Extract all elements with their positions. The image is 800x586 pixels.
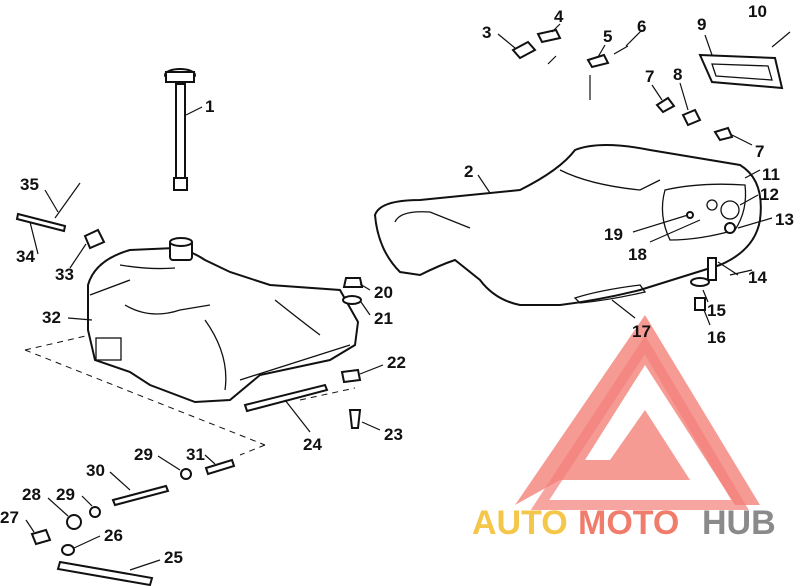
pin-part-6 bbox=[613, 45, 629, 55]
taillight-part bbox=[698, 31, 791, 90]
callout-19: 19 bbox=[604, 225, 623, 244]
callout-13: 13 bbox=[775, 210, 794, 229]
callout-27: 27 bbox=[0, 508, 19, 527]
callout-29b: 29 bbox=[134, 445, 153, 464]
callout-15: 15 bbox=[707, 301, 726, 320]
callout-5: 5 bbox=[603, 27, 612, 46]
washer-part-21 bbox=[342, 295, 362, 305]
callout-18: 18 bbox=[628, 245, 647, 264]
watermark-hub: HUB bbox=[702, 504, 776, 542]
callout-25: 25 bbox=[164, 548, 183, 567]
callout-20: 20 bbox=[374, 283, 393, 302]
callout-10: 10 bbox=[748, 2, 767, 21]
callout-1: 1 bbox=[205, 97, 214, 116]
seat-part bbox=[373, 144, 762, 306]
callout-22: 22 bbox=[387, 353, 406, 372]
bolt-part-23 bbox=[348, 409, 362, 429]
callout-7b: 7 bbox=[755, 142, 764, 161]
callout-12: 12 bbox=[760, 185, 779, 204]
callout-9: 9 bbox=[697, 15, 706, 34]
bushing-part-29a bbox=[89, 506, 101, 518]
callout-11: 11 bbox=[762, 165, 780, 184]
cap-part-27 bbox=[30, 528, 52, 546]
bumper-part-7b bbox=[713, 126, 734, 142]
bumper-part-8 bbox=[681, 108, 702, 127]
rod-part-34 bbox=[15, 212, 67, 233]
callout-32: 32 bbox=[42, 308, 61, 327]
callout-7a: 7 bbox=[645, 67, 654, 86]
fuel-sender-part bbox=[164, 68, 196, 191]
rod-part-24 bbox=[243, 383, 329, 413]
watermark-moto: MOTO bbox=[578, 504, 679, 542]
callout-34: 34 bbox=[16, 247, 35, 266]
stud-part-14 bbox=[707, 257, 717, 281]
callout-4: 4 bbox=[554, 7, 564, 26]
fuel-tank-part bbox=[87, 237, 360, 404]
nut-part-20 bbox=[342, 277, 364, 288]
washer-part-13 bbox=[724, 222, 736, 234]
bracket-part-16 bbox=[694, 297, 706, 311]
watermark-text: AUTO MOTO HUB bbox=[472, 504, 776, 542]
watermark-auto: AUTO bbox=[472, 504, 568, 542]
callout-3: 3 bbox=[482, 23, 491, 42]
clip-part-4 bbox=[536, 28, 562, 44]
callout-21: 21 bbox=[374, 309, 393, 328]
clip-part-3 bbox=[511, 40, 537, 60]
callout-16: 16 bbox=[707, 328, 726, 347]
callout-23: 23 bbox=[384, 425, 403, 444]
callout-14: 14 bbox=[748, 268, 767, 287]
callout-26: 26 bbox=[104, 526, 123, 545]
bushing-part-26 bbox=[61, 544, 75, 556]
rod-part-30 bbox=[111, 484, 170, 507]
wire-part-35 bbox=[54, 182, 81, 219]
callout-30: 30 bbox=[86, 461, 105, 480]
rod-part-25 bbox=[56, 560, 154, 586]
watermark-logo bbox=[515, 315, 760, 510]
callout-31: 31 bbox=[186, 445, 205, 464]
seat-base-part bbox=[573, 284, 647, 304]
callout-33: 33 bbox=[55, 265, 74, 284]
bushing-part-29b bbox=[180, 468, 192, 480]
callout-24: 24 bbox=[303, 435, 322, 454]
callout-17: 17 bbox=[632, 322, 651, 341]
bumper-part-7a bbox=[655, 96, 676, 114]
pin-part-31 bbox=[204, 458, 236, 476]
layout-dashed-lines bbox=[24, 334, 356, 456]
plate-part-22 bbox=[340, 368, 362, 384]
fitting-part-33 bbox=[83, 228, 106, 250]
callout-35: 35 bbox=[20, 175, 39, 194]
callout-29a: 29 bbox=[56, 485, 75, 504]
grommet-part-28 bbox=[66, 514, 82, 530]
callout-6: 6 bbox=[637, 17, 646, 36]
callout-2: 2 bbox=[464, 162, 473, 181]
leader-lines bbox=[25, 23, 773, 571]
callout-28: 28 bbox=[22, 485, 41, 504]
callout-8: 8 bbox=[673, 65, 682, 84]
washer-part-15 bbox=[690, 277, 710, 287]
callout-labels: 1 2 3 4 5 6 7 7 8 9 10 11 12 13 14 15 16… bbox=[0, 2, 794, 567]
